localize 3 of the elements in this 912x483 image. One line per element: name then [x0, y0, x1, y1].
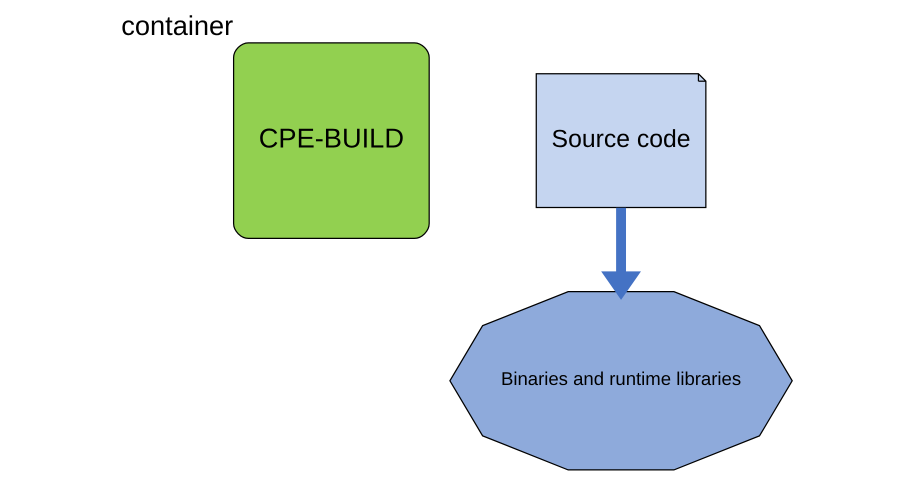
node-label: container: [120, 10, 233, 41]
node-box: CPE-BUILD: [232, 42, 430, 240]
arrow: [600, 208, 640, 300]
